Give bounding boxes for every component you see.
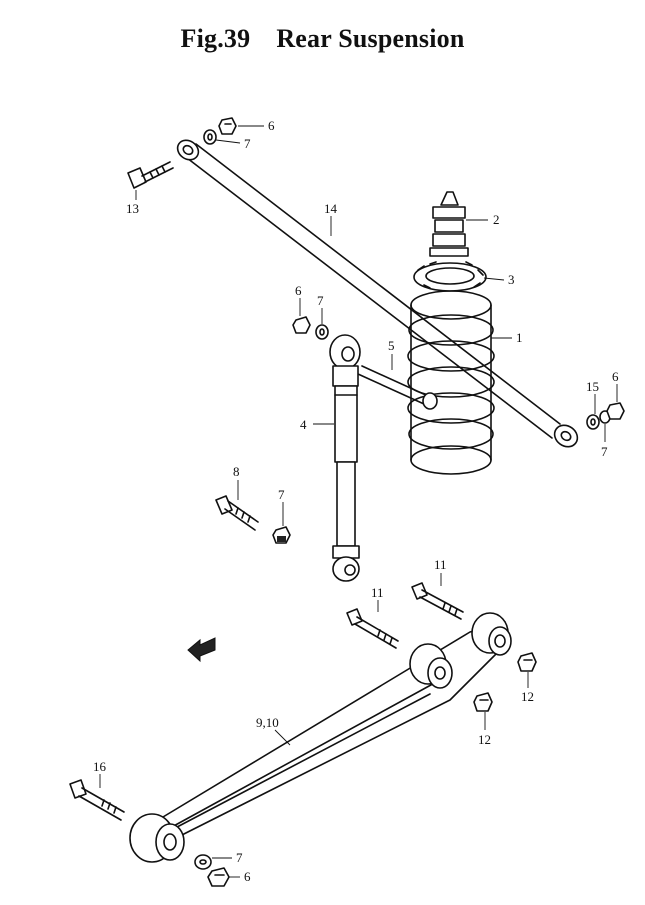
callout-14: 14 bbox=[324, 201, 338, 216]
callout-8: 8 bbox=[233, 464, 240, 479]
callout-11-b: 11 bbox=[371, 585, 384, 600]
bolt-11-b-part bbox=[346, 608, 399, 649]
callout-3: 3 bbox=[508, 272, 515, 287]
bolt-13-part bbox=[127, 161, 174, 189]
nut-6-right bbox=[606, 402, 625, 420]
spring-seat-part bbox=[413, 261, 487, 292]
callout-13: 13 bbox=[126, 201, 139, 216]
callout-6-top: 6 bbox=[268, 118, 275, 133]
trailing-arm-part bbox=[129, 612, 512, 863]
washer-7-top bbox=[203, 129, 217, 145]
callout-1: 1 bbox=[516, 330, 523, 345]
washer-7-bottom bbox=[194, 854, 212, 870]
nut-7-left bbox=[272, 526, 291, 544]
callout-12-b: 12 bbox=[478, 732, 491, 747]
callout-7-top: 7 bbox=[244, 136, 251, 151]
lateral-rod-part bbox=[176, 139, 579, 448]
callout-12-a: 12 bbox=[521, 689, 534, 704]
callout-9-10: 9,10 bbox=[256, 715, 279, 730]
bolt-11-a-part bbox=[411, 582, 464, 620]
front-direction-arrow bbox=[187, 637, 216, 663]
callout-15: 15 bbox=[586, 379, 599, 394]
bolt-5-part bbox=[357, 365, 438, 410]
washer-7-mid bbox=[315, 324, 329, 340]
figure-caption: Rear Suspension bbox=[276, 24, 465, 53]
callout-7-mid: 7 bbox=[317, 293, 324, 308]
callout-6-bottom: 6 bbox=[244, 869, 251, 884]
bolt-16-part bbox=[69, 779, 125, 821]
nut-6-top bbox=[218, 117, 237, 135]
callout-7-left: 7 bbox=[278, 487, 285, 502]
figure-number: Fig.39 bbox=[180, 24, 251, 53]
nut-6-bottom bbox=[207, 867, 230, 887]
coil-spring-part bbox=[407, 290, 495, 475]
callout-labels: 1 2 3 4 5 6 7 6 7 6 7 15 8 7 13 14 11 11… bbox=[93, 118, 619, 884]
callout-6-right: 6 bbox=[612, 369, 619, 384]
bump-stopper-part bbox=[429, 191, 469, 257]
shock-absorber-part bbox=[329, 334, 361, 582]
callout-16: 16 bbox=[93, 759, 107, 774]
nut-6-mid bbox=[292, 316, 311, 334]
callout-6-mid: 6 bbox=[295, 283, 302, 298]
callout-7-bottom: 7 bbox=[236, 850, 243, 865]
callout-4: 4 bbox=[300, 417, 307, 432]
leader-lines bbox=[99, 125, 618, 878]
nut-12-b-part bbox=[473, 692, 493, 712]
washer-15-right bbox=[586, 414, 600, 430]
figure-title: Fig.39 Rear Suspension bbox=[0, 24, 645, 54]
bolt-8-part bbox=[215, 495, 259, 531]
callout-5: 5 bbox=[388, 338, 395, 353]
nut-12-a-part bbox=[517, 652, 537, 672]
callout-2: 2 bbox=[493, 212, 500, 227]
callout-7-right: 7 bbox=[601, 444, 608, 459]
callout-11-a: 11 bbox=[434, 557, 447, 572]
